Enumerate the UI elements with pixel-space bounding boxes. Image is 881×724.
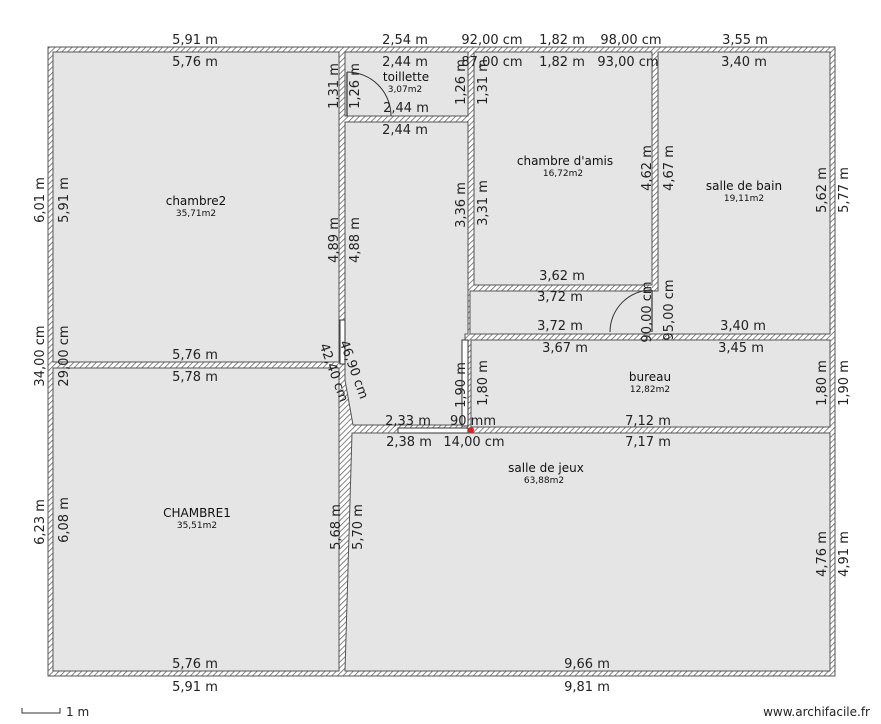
room-area-chambre-amis: 16,72m2 bbox=[543, 169, 583, 179]
dimension-label: 3,67 m bbox=[542, 341, 588, 356]
dimension-label: 3,55 m bbox=[722, 33, 768, 48]
dimension-label: 4,89 m bbox=[327, 217, 342, 263]
selection-marker bbox=[468, 427, 474, 433]
room-area-chambre2: 35,71m2 bbox=[176, 209, 216, 219]
room-label-chambre1: CHAMBRE1 bbox=[163, 506, 231, 520]
dimension-label: 95,00 cm bbox=[662, 279, 677, 340]
dimension-label: 9,81 m bbox=[564, 680, 610, 695]
dimension-label: 3,72 m bbox=[537, 319, 583, 334]
dimension-label: 87,00 cm bbox=[461, 55, 522, 70]
dimension-label: 1,26 m bbox=[454, 59, 469, 105]
dimension-label: 2,38 m bbox=[386, 435, 432, 450]
dimension-label: 4,67 m bbox=[662, 145, 677, 191]
chambre2-door bbox=[339, 319, 346, 365]
dimension-label: 1,80 m bbox=[815, 360, 830, 406]
room-salle-de-jeux-floor bbox=[344, 432, 831, 672]
room-chambre-amis-floor bbox=[473, 51, 653, 286]
dimension-label: 2,33 m bbox=[385, 414, 431, 429]
room-salle-de-bain-floor bbox=[469, 51, 831, 335]
scale-bar bbox=[21, 708, 61, 714]
dimension-label: 1,90 m bbox=[837, 360, 852, 406]
dimension-label: 1,90 m bbox=[454, 362, 469, 408]
dimension-label: 4,91 m bbox=[837, 531, 852, 577]
watermark: www.archifacile.fr bbox=[763, 705, 870, 719]
dimension-label: 5,78 m bbox=[172, 370, 218, 385]
dimension-label: 3,40 m bbox=[721, 55, 767, 70]
dimension-label: 9,66 m bbox=[564, 657, 610, 672]
dimension-label: 5,91 m bbox=[172, 33, 218, 48]
dimension-label: 5,62 m bbox=[815, 167, 830, 213]
dimension-label: 4,62 m bbox=[640, 145, 655, 191]
bedroom-door-swing bbox=[609, 289, 653, 333]
dimension-label: 93,00 cm bbox=[597, 55, 658, 70]
room-label-bureau: bureau bbox=[629, 370, 671, 384]
room-area-salle-de-jeux: 63,88m2 bbox=[524, 476, 564, 486]
dimension-label: 1,80 m bbox=[476, 360, 491, 406]
dimension-label: 7,12 m bbox=[625, 414, 671, 429]
dimension-label: 6,23 m bbox=[33, 499, 48, 545]
room-chambre2-floor bbox=[52, 51, 340, 363]
dimension-label: 3,36 m bbox=[454, 182, 469, 228]
dimension-label: 3,62 m bbox=[539, 269, 585, 284]
dimension-label: 5,91 m bbox=[57, 177, 72, 223]
dimension-label: 3,72 m bbox=[537, 290, 583, 305]
dimension-label: 5,68 m bbox=[329, 504, 344, 550]
room-area-salle-de-bain: 19,11m2 bbox=[724, 194, 764, 204]
dimension-label: 3,40 m bbox=[720, 319, 766, 334]
room-label-chambre2: chambre2 bbox=[166, 194, 227, 208]
dimension-label: 1,82 m bbox=[539, 55, 585, 70]
dimension-label: 3,31 m bbox=[476, 180, 491, 226]
dimension-label: 7,17 m bbox=[625, 435, 671, 450]
dimension-label: 2,54 m bbox=[382, 33, 428, 48]
dimension-label: 90,00 cm bbox=[640, 281, 655, 342]
dimension-label: 5,91 m bbox=[172, 680, 218, 695]
room-area-bureau: 12,82m2 bbox=[630, 385, 670, 395]
dimension-label: 1,31 m bbox=[327, 63, 342, 109]
scale-label: 1 m bbox=[66, 705, 89, 719]
dimension-label: 14,00 cm bbox=[443, 435, 504, 450]
toilet-door-swing bbox=[346, 71, 392, 117]
room-toillette-floor bbox=[344, 51, 469, 117]
dimension-label: 34,00 cm bbox=[33, 325, 48, 386]
room-area-toillette: 3,07m2 bbox=[388, 85, 423, 95]
dimension-label: 5,77 m bbox=[837, 167, 852, 213]
room-bureau-floor bbox=[470, 339, 831, 428]
salle-de-jeux-door bbox=[397, 427, 469, 434]
dimension-label: 3,45 m bbox=[718, 341, 764, 356]
dimension-label: 6,01 m bbox=[33, 177, 48, 223]
room-label-salle-de-bain: salle de bain bbox=[706, 179, 782, 193]
dimension-label: 90 mm bbox=[450, 414, 496, 429]
dimension-label: 5,76 m bbox=[172, 657, 218, 672]
dimension-label: 5,70 m bbox=[351, 504, 366, 550]
dimension-label: 1,26 m bbox=[348, 63, 363, 109]
dimension-label: 98,00 cm bbox=[600, 33, 661, 48]
dimension-label: 4,76 m bbox=[815, 531, 830, 577]
dimension-label: 2,44 m bbox=[382, 55, 428, 70]
room-label-salle-de-jeux: salle de jeux bbox=[508, 461, 584, 475]
dimension-label: 2,44 m bbox=[383, 101, 429, 116]
dimension-label: 4,88 m bbox=[348, 217, 363, 263]
dimension-label: 5,76 m bbox=[172, 55, 218, 70]
dimension-label: 6,08 m bbox=[57, 497, 72, 543]
dimension-label: 92,00 cm bbox=[461, 33, 522, 48]
dimension-label: 1,31 m bbox=[476, 59, 491, 105]
dimension-label: 29,00 cm bbox=[57, 325, 72, 386]
dimension-label: 1,82 m bbox=[539, 33, 585, 48]
room-area-chambre1: 35,51m2 bbox=[177, 521, 217, 531]
bureau-door bbox=[461, 339, 469, 427]
room-label-toillette: toillette bbox=[383, 70, 429, 84]
room-chambre1-floor bbox=[52, 367, 340, 672]
dimension-label: 5,76 m bbox=[172, 348, 218, 363]
room-label-chambre-amis: chambre d'amis bbox=[517, 154, 613, 168]
dimension-label: 2,44 m bbox=[382, 123, 428, 138]
